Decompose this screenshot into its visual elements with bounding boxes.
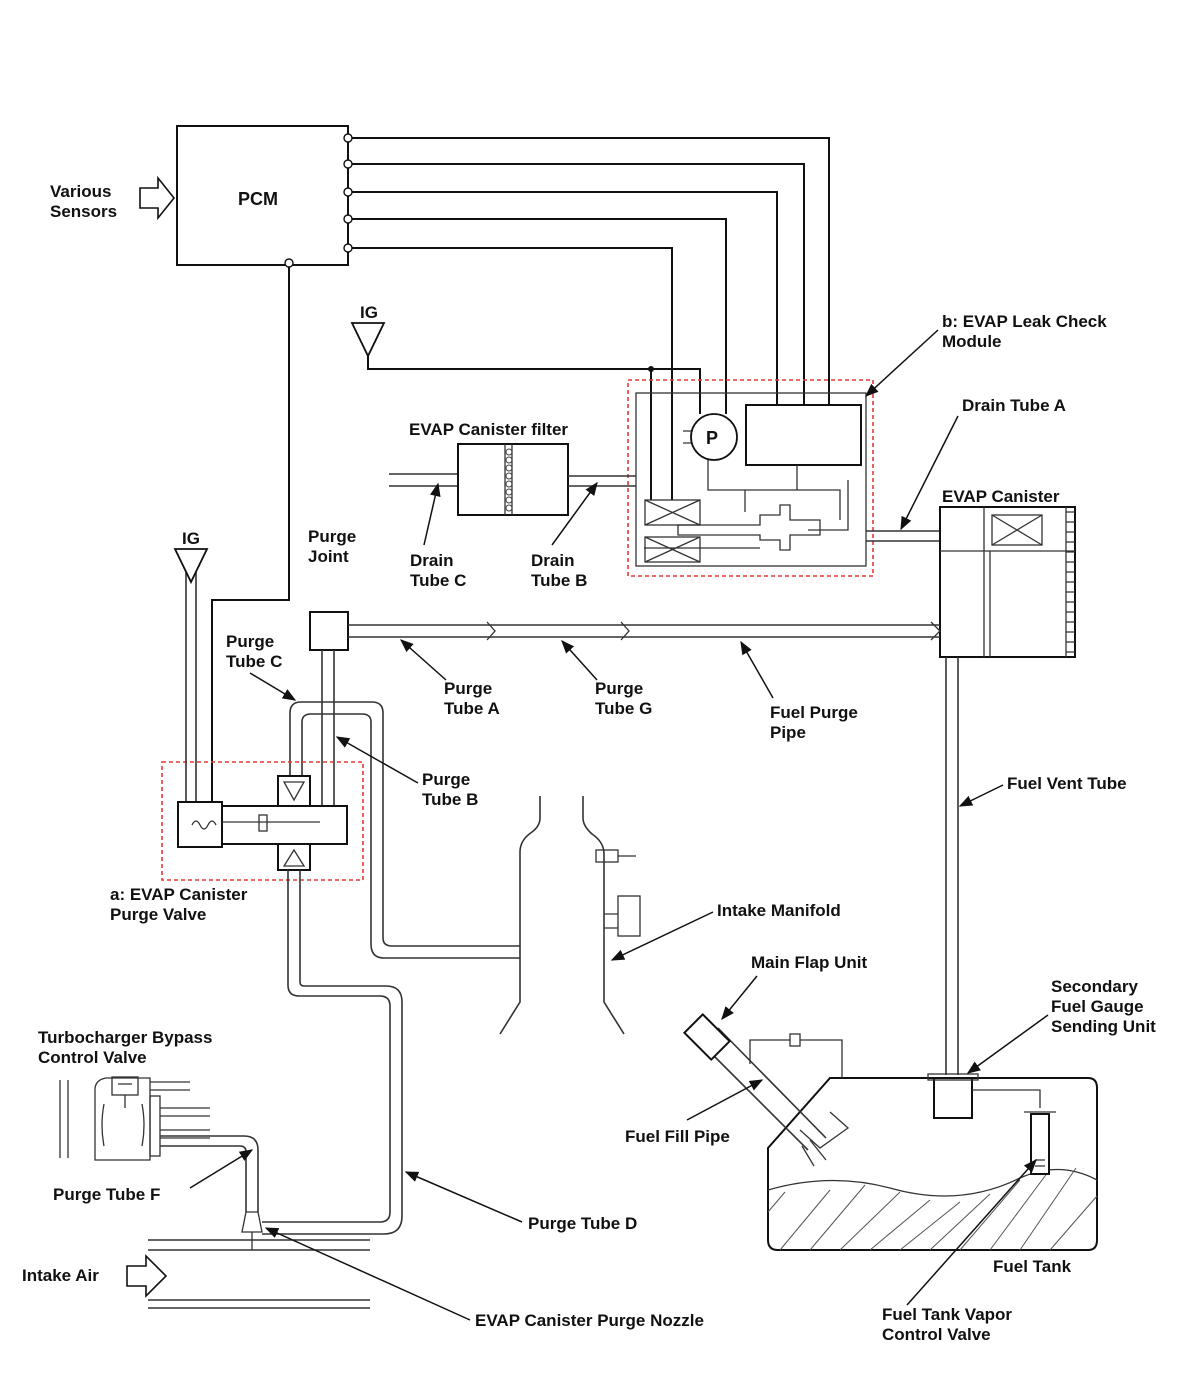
fuel-purge-pipe-leader — [740, 640, 774, 699]
intake-air-arrow — [126, 1254, 168, 1298]
intake-manifold — [499, 796, 641, 1035]
vapor-valve-label: Fuel Tank Vapor Control Valve — [882, 1305, 1017, 1344]
drain-tube-c-label: Drain Tube C — [410, 551, 466, 590]
purge-tube-a-label: Purge Tube A — [444, 679, 500, 718]
purge-valve — [177, 560, 403, 1235]
purge-tube-c-label: Purge Tube C — [226, 632, 282, 671]
purge-tube-d-leader — [404, 1171, 523, 1223]
evap-canister — [866, 506, 1076, 658]
drain-tube-b-leader — [551, 481, 598, 546]
purge-valve-label: a: EVAP Canister Purge Valve — [110, 885, 252, 924]
purge-tube-g-label: Purge Tube G — [595, 679, 652, 718]
fuel-tank-label: Fuel Tank — [993, 1257, 1072, 1276]
vapor-valve-leader — [906, 1158, 1037, 1306]
turbo-bypass-valve — [59, 1076, 263, 1250]
purge-valve-outline — [161, 761, 364, 881]
purge-tube-b-leader — [335, 736, 419, 784]
canister-filter-label: EVAP Canister filter — [409, 420, 568, 439]
purge-tube-f-label: Purge Tube F — [53, 1185, 160, 1204]
pump-icon — [690, 413, 738, 461]
fuel-purge-pipe-label: Fuel Purge Pipe — [770, 703, 863, 742]
leak-check-module-label: b: EVAP Leak Check Module — [942, 312, 1111, 351]
purge-tube-a-leader — [399, 639, 447, 681]
drain-tube-c-leader — [423, 482, 441, 546]
pcm-label: PCM — [238, 189, 278, 209]
fuel-tank — [682, 1012, 1098, 1251]
purge-nozzle-leader — [264, 1227, 471, 1321]
purge-joint — [309, 611, 941, 805]
pcm-box: PCM — [176, 125, 349, 266]
intake-air-duct — [148, 1239, 370, 1309]
purge-joint-label: Purge Joint — [308, 527, 361, 566]
main-flap-unit-label: Main Flap Unit — [751, 953, 868, 972]
canister-filter — [389, 443, 636, 516]
drain-tube-a-leader — [900, 415, 959, 531]
pcm-purge-valve-wire — [211, 263, 290, 805]
turbo-bypass-label: Turbocharger Bypass Control Valve — [38, 1028, 217, 1067]
fuel-vent-tube-label: Fuel Vent Tube — [1007, 774, 1127, 793]
purge-tube-c — [289, 701, 520, 959]
ig-top-symbol: IG — [350, 303, 701, 500]
secondary-gauge-label-line1: Secondary — [1051, 977, 1138, 996]
intake-air-label: Intake Air — [22, 1266, 99, 1285]
secondary-gauge-label-line2: Fuel Gauge — [1051, 997, 1144, 1016]
svg-text:IG: IG — [182, 529, 200, 548]
purge-tube-g-leader — [561, 639, 598, 681]
svg-text:P: P — [706, 428, 718, 448]
purge-tube-c-leader — [249, 672, 297, 701]
intake-manifold-leader — [610, 911, 714, 961]
purge-nozzle-label: EVAP Canister Purge Nozzle — [475, 1311, 704, 1330]
evap-canister-label: EVAP Canister — [942, 487, 1060, 506]
leak-check-module-outline — [627, 379, 874, 577]
sensor-input-arrow — [139, 175, 176, 221]
fuel-vent-tube — [945, 657, 959, 1075]
pcm-output-wires — [343, 133, 830, 500]
secondary-gauge-label-line3: Sending Unit — [1051, 1017, 1156, 1036]
fuel-fill-pipe-leader — [686, 1079, 764, 1121]
purge-tube-f-leader — [189, 1149, 254, 1189]
secondary-gauge-leader — [966, 1014, 1049, 1074]
main-flap-unit-leader — [721, 975, 758, 1021]
purge-tube-d-label: Purge Tube D — [528, 1214, 637, 1233]
leak-check-module: P — [635, 392, 867, 567]
svg-text:IG: IG — [360, 303, 378, 322]
intake-manifold-label: Intake Manifold — [717, 901, 841, 920]
various-sensors-label: Various Sensors — [50, 182, 117, 221]
leak-check-module-leader — [865, 329, 939, 397]
fuel-fill-pipe-label: Fuel Fill Pipe — [625, 1127, 730, 1146]
fuel-vent-tube-leader — [958, 784, 1004, 807]
ig-left-symbol: IG — [173, 529, 209, 585]
drain-tube-a-label: Drain Tube A — [962, 396, 1066, 415]
purge-tube-b-label: Purge Tube B — [422, 770, 478, 809]
drain-tube-b-label: Drain Tube B — [531, 551, 587, 590]
